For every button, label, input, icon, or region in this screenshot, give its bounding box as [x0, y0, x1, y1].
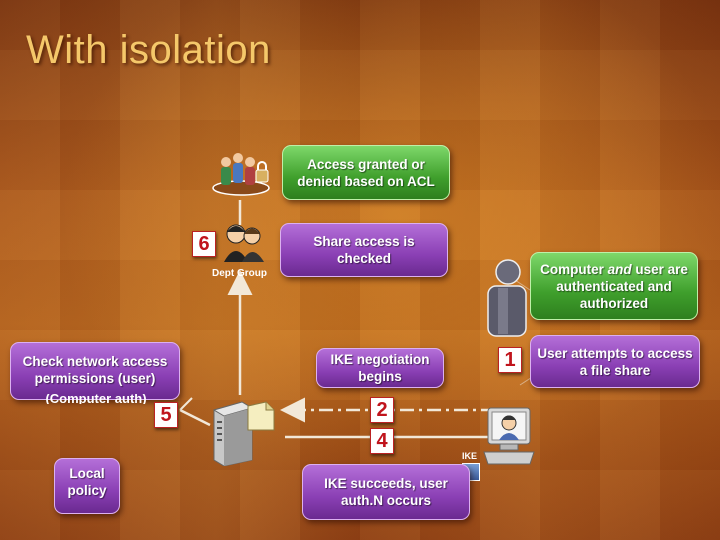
server-icon: [208, 400, 256, 467]
check-network-box: Check network access permissions (user): [10, 342, 180, 400]
dept-group-label: Dept Group: [212, 268, 267, 279]
user-attempts-box: User attempts to access a file share: [530, 335, 700, 388]
computer-user-auth-box: Computer and user are authenticated and …: [530, 252, 698, 320]
step-number-4: 4: [370, 428, 394, 454]
check-network-text: Check network access permissions (user): [22, 354, 168, 386]
ike-negotiation-text: IKE negotiation begins: [330, 352, 430, 384]
user-attempts-text: User attempts to access a file share: [537, 345, 693, 378]
dept-group-icon: [222, 222, 266, 264]
share-access-text: Share access is checked: [313, 234, 415, 266]
check-network-hidden-text: (Computer auth): [45, 394, 147, 404]
slide-title: With isolation: [26, 28, 271, 72]
step-number-1: 1: [498, 347, 522, 373]
client-computer-icon: [480, 406, 538, 468]
local-policy-text: Local policy: [67, 466, 107, 498]
step-number-5: 5: [154, 402, 178, 428]
computer-user-auth-text: Computer and user are authenticated and …: [540, 261, 688, 311]
access-granted-text: Access granted or denied based on ACL: [297, 156, 435, 189]
user-person-icon: [484, 258, 528, 340]
file-share-icon: [246, 400, 276, 432]
step-number-6: 6: [192, 231, 216, 257]
ike-label: IKE: [462, 451, 478, 461]
share-access-box: Share access is checked: [280, 223, 448, 277]
step5-arrow: [179, 408, 211, 427]
access-granted-box: Access granted or denied based on ACL: [282, 145, 450, 200]
ike-succeeds-text: IKE succeeds, user auth.N occurs: [324, 476, 448, 508]
ike-succeeds-box: IKE succeeds, user auth.N occurs: [302, 464, 470, 520]
user-group-icon: [210, 148, 272, 196]
step-number-2: 2: [370, 397, 394, 423]
local-policy-box: Local policy: [54, 458, 120, 514]
ike-negotiation-box: IKE negotiation begins: [316, 348, 444, 388]
